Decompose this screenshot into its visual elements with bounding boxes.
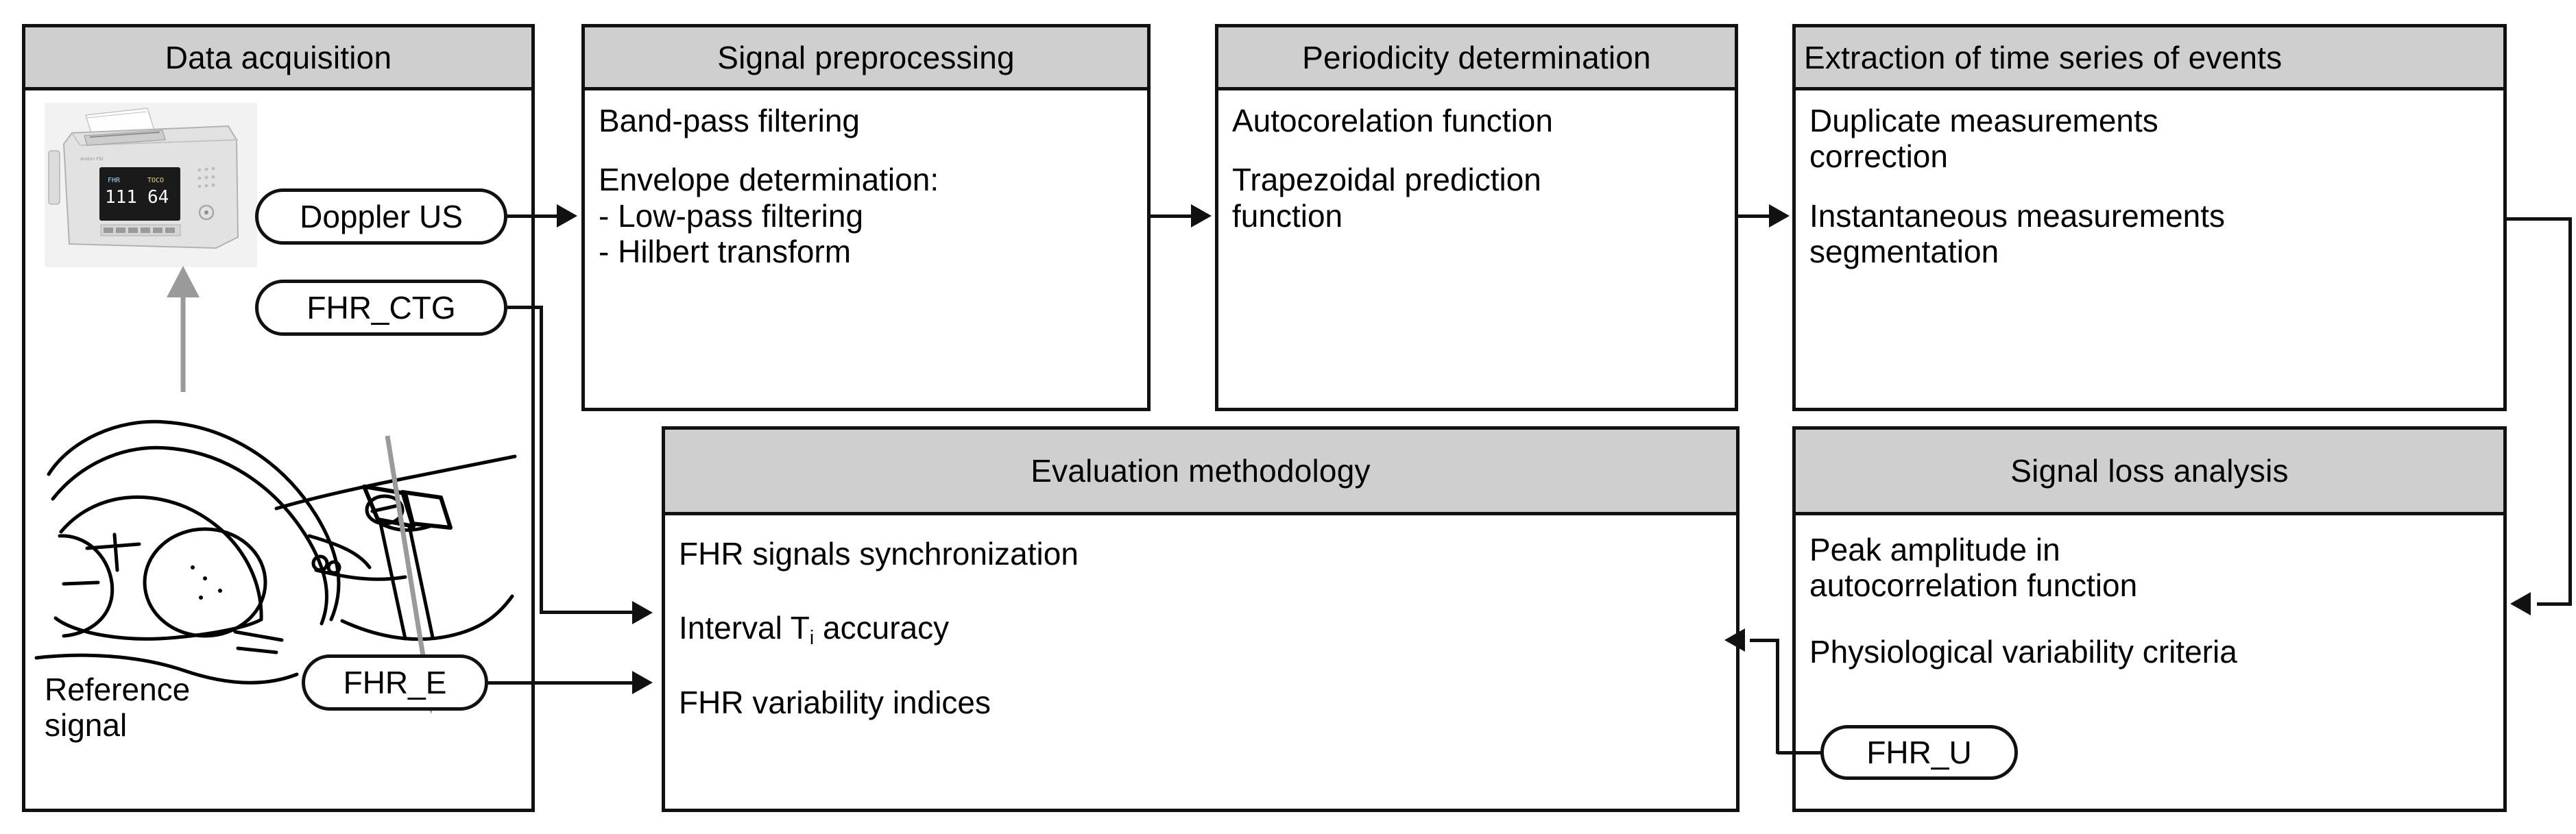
arrowhead-fhru-to-eval: [1724, 628, 1745, 652]
connector-extraction-seg-to-signalloss: [2537, 602, 2572, 606]
pill-fhr-ctg-label: FHR_CTG: [306, 290, 456, 326]
fetus-in-utero-illustration: [34, 419, 517, 685]
pill-fhr-e[interactable]: FHR_E: [302, 654, 488, 711]
connector-periodicity-to-extraction: [1738, 214, 1774, 218]
box-header-evaluation-methodology: Evaluation methodology: [665, 430, 1736, 515]
extraction-line-2: Instantaneous measurements segmentation: [1809, 197, 2226, 270]
connector-preprocessing-to-periodicity: [1151, 214, 1196, 218]
connector-fhru-seg-up: [1776, 639, 1779, 754]
box-evaluation-methodology: Evaluation methodology FHR signals synch…: [662, 426, 1740, 812]
periodicity-line-2: Trapezoidal prediction function: [1232, 162, 1541, 234]
svg-text:111: 111: [105, 187, 137, 208]
pill-fhr-ctg[interactable]: FHR_CTG: [255, 280, 507, 336]
box-signal-preprocessing: Signal preprocessing Band-pass filtering…: [581, 24, 1151, 411]
arrowhead-periodicity-to-extraction: [1769, 204, 1790, 228]
pill-doppler-us-label: Doppler US: [300, 199, 463, 234]
pill-doppler-us[interactable]: Doppler US: [255, 188, 507, 245]
box-body-periodicity-determination: Autocorelation function Trapezoidal pred…: [1218, 90, 1735, 264]
preproc-line-1: Band-pass filtering: [599, 103, 860, 138]
box-body-extraction-of-time-series: Duplicate measurements correction Instan…: [1796, 90, 2503, 300]
evaluation-line-1: FHR signals synchronization: [679, 536, 1079, 572]
box-header-periodicity-determination: Periodicity determination: [1218, 27, 1735, 90]
svg-text:FHR: FHR: [108, 177, 121, 184]
reference-signal-label: Reference signal: [45, 672, 191, 744]
pill-fhr-u[interactable]: FHR_U: [1820, 725, 2018, 780]
connector-fhru-seg-left: [1777, 751, 1824, 755]
box-header-data-acquisition: Data acquisition: [25, 27, 531, 90]
signalloss-line-1: Peak amplitude in autocorrelation functi…: [1809, 532, 2138, 604]
arrowhead-doppler-to-preprocessing: [557, 204, 577, 228]
box-header-signal-preprocessing: Signal preprocessing: [585, 27, 1147, 90]
pill-fhr-u-label: FHR_U: [1866, 735, 1972, 770]
acquisition-grey-arrow-up: [167, 266, 200, 392]
connector-extraction-seg-right: [2507, 217, 2572, 221]
preproc-line-2: Envelope determination:: [599, 162, 939, 198]
periodicity-line-1: Autocorelation function: [1232, 103, 1553, 138]
connector-extraction-seg-down: [2568, 217, 2572, 606]
connector-fhru-seg-to-eval: [1750, 639, 1779, 642]
svg-text:Avalon FM: Avalon FM: [80, 157, 103, 162]
preproc-line-3: - Low-pass filtering: [599, 197, 864, 234]
box-body-data-acquisition: FHR TOCO 111 64: [25, 90, 531, 812]
arrowhead-fhre-to-eval: [632, 671, 653, 694]
connector-fhrctg-seg-to-eval: [540, 611, 636, 614]
signalloss-line-2: Physiological variability criteria: [1809, 633, 2237, 670]
preproc-line-4: - Hilbert transform: [599, 234, 852, 270]
connector-fhre-to-eval: [488, 681, 636, 685]
box-header-extraction-of-time-series: Extraction of time series of events: [1796, 27, 2503, 90]
ctg-monitor-photo: FHR TOCO 111 64: [45, 103, 257, 267]
connector-doppler-to-preprocessing: [507, 214, 564, 218]
svg-text:TOCO: TOCO: [147, 177, 164, 184]
box-body-evaluation-methodology: FHR signals synchronization Interval Ti …: [665, 515, 1736, 750]
extraction-line-1: Duplicate measurements correction: [1809, 103, 2158, 175]
svg-text:64: 64: [147, 187, 169, 208]
arrowhead-fhrctg-to-eval: [632, 601, 653, 624]
arrowhead-preprocessing-to-periodicity: [1191, 204, 1212, 228]
box-header-signal-loss-analysis: Signal loss analysis: [1796, 430, 2503, 515]
evaluation-line-2: Interval Ti accuracy: [679, 610, 950, 650]
box-extraction-of-time-series: Extraction of time series of events Dupl…: [1792, 24, 2507, 411]
box-body-signal-preprocessing: Band-pass filtering Envelope determinati…: [585, 90, 1147, 277]
pill-fhr-e-label: FHR_E: [343, 665, 447, 700]
box-periodicity-determination: Periodicity determination Autocorelation…: [1215, 24, 1738, 411]
arrowhead-extraction-to-signalloss: [2510, 592, 2531, 615]
box-body-signal-loss-analysis: Peak amplitude in autocorrelation functi…: [1796, 515, 2503, 676]
box-data-acquisition: Data acquisition FHR TOCO 111 64: [22, 24, 535, 812]
evaluation-line-3: FHR variability indices: [679, 684, 991, 720]
connector-fhrctg-seg-right: [507, 306, 543, 309]
connector-fhrctg-seg-down: [540, 306, 543, 614]
